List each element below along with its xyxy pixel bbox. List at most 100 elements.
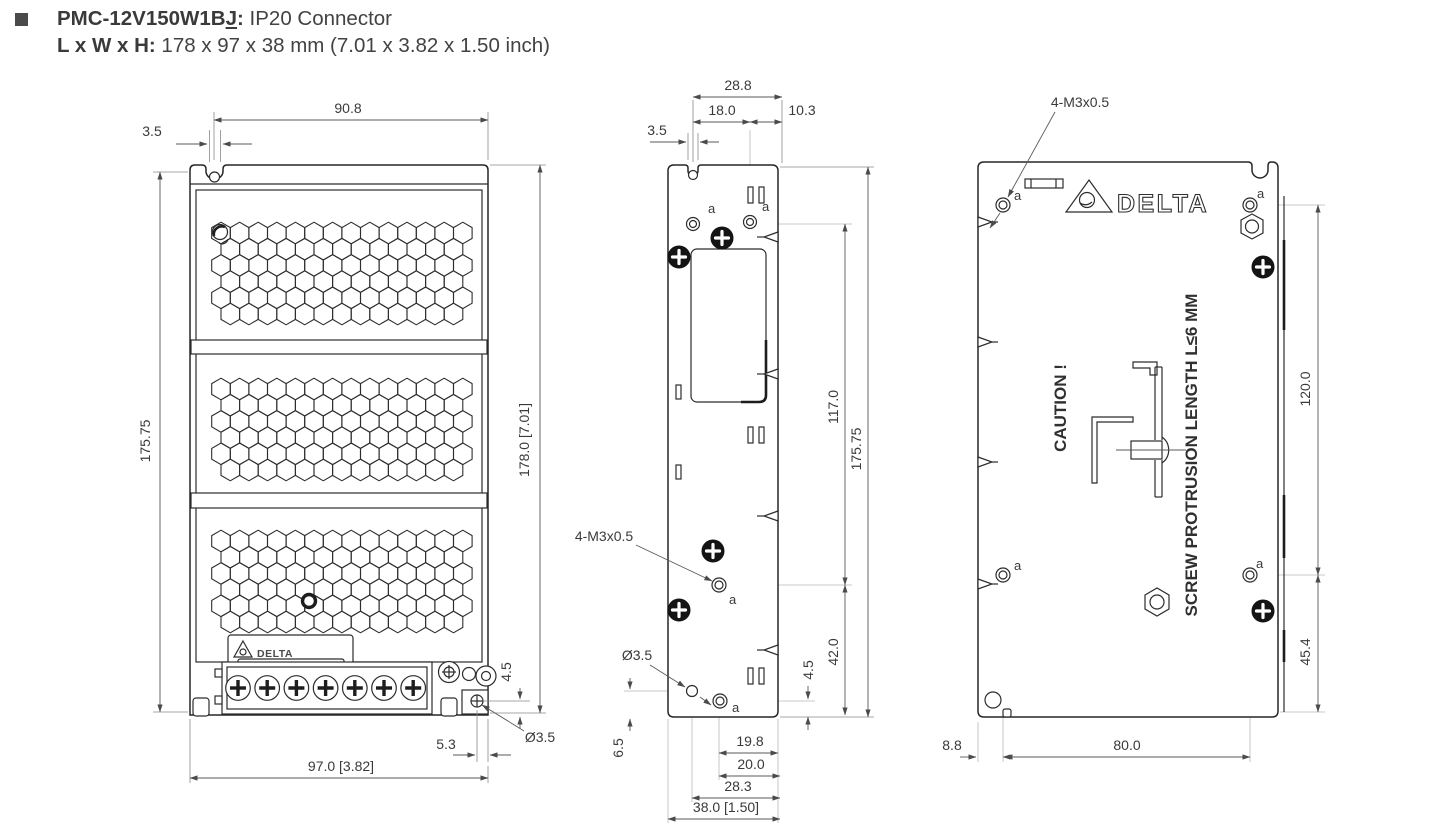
back-view: DELTA a a a a bbox=[942, 94, 1325, 762]
title-line-2: L x W x H: 178 x 97 x 38 mm (7.01 x 3.82… bbox=[57, 34, 550, 57]
dim-label: 19.8 bbox=[736, 733, 763, 749]
dim-label: 120.0 bbox=[1297, 371, 1313, 406]
dim-label: 10.3 bbox=[788, 102, 815, 118]
dim-label: 4.5 bbox=[498, 662, 514, 682]
edge-marks bbox=[977, 216, 998, 590]
cover-screw bbox=[667, 245, 691, 269]
hole-ref: a bbox=[732, 700, 740, 715]
dim-label: 28.3 bbox=[724, 778, 751, 794]
hole-ref: a bbox=[729, 592, 737, 607]
hole-ref: a bbox=[1257, 186, 1265, 201]
vent-slot bbox=[675, 384, 682, 400]
cover-screw bbox=[701, 539, 725, 563]
ground-screw bbox=[211, 223, 229, 245]
back-body-outline bbox=[977, 161, 1279, 718]
vent-center-hole bbox=[300, 592, 318, 610]
vent-slot bbox=[758, 426, 765, 444]
vent-hex-pattern bbox=[211, 221, 473, 634]
thru-hole bbox=[685, 684, 699, 698]
tapped-hole-a bbox=[711, 577, 727, 593]
list-bullet bbox=[15, 13, 28, 26]
title-line-1: PMC-12V150W1BJ: IP20 Connector bbox=[57, 7, 393, 30]
dim-label: 28.8 bbox=[724, 77, 751, 93]
front-foot bbox=[440, 697, 458, 717]
cover-screw bbox=[710, 226, 734, 250]
dim-label: 45.4 bbox=[1297, 638, 1313, 665]
front-brand-label: DELTA bbox=[227, 634, 354, 668]
hole-ref: a bbox=[762, 199, 770, 214]
bottom-notch bbox=[1002, 708, 1012, 718]
connector-cutout bbox=[690, 248, 768, 404]
dim-label: 3.5 bbox=[647, 122, 667, 138]
hole-ref: a bbox=[1014, 188, 1022, 203]
tapped-hole-a bbox=[1242, 567, 1258, 583]
vent-slot bbox=[758, 186, 765, 204]
front-mount-pad bbox=[461, 689, 489, 715]
cover-screw bbox=[667, 598, 691, 622]
vent-slot bbox=[747, 667, 754, 685]
dim-label: 3.5 bbox=[142, 123, 162, 139]
dim-label: 178.0 [7.01] bbox=[516, 403, 532, 477]
front-body-outline bbox=[189, 164, 489, 716]
side-dimensions: 28.8 18.0 10.3 3.5 4-M3x0.5 117.0 175.75 bbox=[575, 77, 874, 822]
voltage-adjust-pot bbox=[437, 660, 461, 684]
tapped-hole-a bbox=[685, 216, 701, 232]
dim-label: 4.5 bbox=[800, 660, 816, 680]
vent-slot bbox=[747, 186, 754, 204]
front-divider-bar bbox=[190, 339, 488, 355]
dim-label: 38.0 [1.50] bbox=[693, 799, 759, 815]
dim-label: 5.3 bbox=[436, 736, 456, 752]
cover-screw bbox=[1251, 255, 1275, 279]
dim-label: 175.75 bbox=[848, 427, 864, 470]
tapped-hole-a bbox=[712, 693, 728, 709]
tapped-hole-a bbox=[742, 214, 758, 230]
back-dimensions: 4-M3x0.5 120.0 45.4 8.8 80.0 bbox=[942, 94, 1321, 760]
vent-slot bbox=[675, 464, 682, 480]
dim-label: 117.0 bbox=[825, 390, 841, 424]
brand-text: DELTA bbox=[1117, 190, 1209, 218]
hole-ref: a bbox=[1014, 558, 1022, 573]
dim-label: Ø3.5 bbox=[622, 647, 653, 663]
front-view: DELTA bbox=[137, 100, 555, 783]
hole-ref: a bbox=[708, 201, 716, 216]
dim-label: 18.0 bbox=[708, 102, 735, 118]
side-view: a a a a 28.8 18.0 10.3 3.5 4-M3x0.5 bbox=[575, 77, 874, 823]
thread-note: 4-M3x0.5 bbox=[1051, 94, 1110, 110]
tapped-hole-a bbox=[995, 197, 1011, 213]
edge-marks bbox=[757, 231, 779, 656]
vent-slot bbox=[758, 667, 765, 685]
vent-slot bbox=[747, 426, 754, 444]
hex-nut bbox=[1144, 587, 1170, 617]
delta-logo: DELTA bbox=[1064, 178, 1209, 219]
dim-label: 42.0 bbox=[825, 638, 841, 665]
thread-note: 4-M3x0.5 bbox=[575, 528, 634, 544]
dim-label: Ø3.5 bbox=[525, 729, 556, 745]
top-slot bbox=[1024, 178, 1064, 189]
front-dimensions: 3.5 90.8 175.75 178.0 [7.01] 4.5 Ø3.5 bbox=[137, 100, 555, 783]
dim-label: 97.0 [3.82] bbox=[308, 758, 374, 774]
side-keyhole bbox=[687, 169, 699, 181]
caution-title: CAUTION ! bbox=[1051, 364, 1070, 452]
cover-screw bbox=[1251, 599, 1275, 623]
terminal-screws bbox=[225, 675, 427, 701]
tapped-hole-a bbox=[995, 567, 1011, 583]
front-foot bbox=[192, 697, 210, 717]
dim-label: 175.75 bbox=[137, 419, 153, 462]
drain-hole bbox=[984, 691, 1002, 709]
dim-label: 90.8 bbox=[334, 100, 361, 116]
indicator-led bbox=[461, 666, 477, 682]
hex-nut bbox=[1240, 213, 1264, 240]
screw-protrusion-pictogram bbox=[1091, 361, 1186, 498]
terminal-block bbox=[214, 661, 433, 715]
corner-bushing bbox=[475, 665, 497, 687]
hole-ref: a bbox=[1256, 556, 1264, 571]
front-divider-bar bbox=[190, 492, 488, 509]
brand-text: DELTA bbox=[257, 648, 293, 660]
dim-label: 6.5 bbox=[610, 738, 626, 758]
dim-label: 20.0 bbox=[737, 756, 764, 772]
caution-text: SCREW PROTRUSION LENGTH L≤6 MM bbox=[1182, 294, 1201, 617]
side-body-outline bbox=[667, 164, 779, 718]
page-title: PMC-12V150W1BJ: IP20 Connector L x W x H… bbox=[57, 5, 550, 59]
